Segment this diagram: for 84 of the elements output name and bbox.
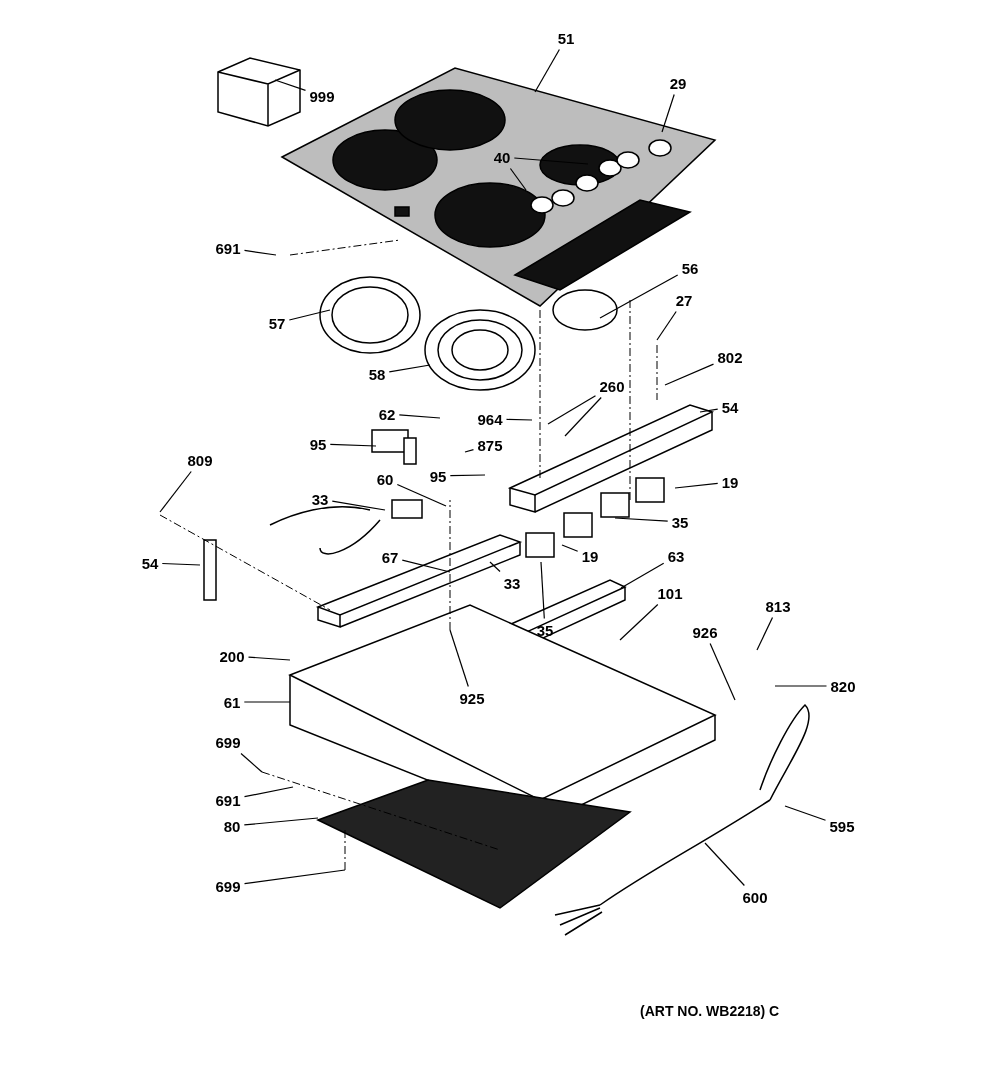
leader-line [505, 418, 533, 421]
callout-number: 62 [377, 405, 397, 423]
callout-number: 35 [670, 513, 690, 531]
leader-line [709, 642, 736, 701]
callout-number: 54 [140, 554, 160, 572]
leader-line [513, 157, 589, 165]
callout-number: 61 [222, 693, 242, 711]
leader-line [664, 363, 715, 386]
leader-line [756, 616, 774, 651]
leader-line [547, 395, 597, 425]
leader-line [240, 752, 263, 773]
callout-number: 926 [691, 623, 719, 641]
leader-line [247, 656, 291, 661]
callout-number: 54 [720, 398, 740, 416]
leader-line [564, 396, 602, 437]
callout-number: 595 [828, 817, 856, 835]
callout-number: 35 [535, 621, 555, 639]
leader-line [159, 470, 192, 513]
leader-line [620, 562, 665, 589]
leader-line [396, 483, 447, 507]
callout-number: 999 [308, 87, 336, 105]
callout-number: 802 [716, 348, 744, 366]
leader-line [464, 449, 475, 453]
leader-line [614, 517, 669, 522]
callout-number: 260 [598, 377, 626, 395]
caption: (ART NO. WB2218) C [640, 1003, 780, 1019]
leader-line [449, 474, 486, 477]
leader-line [704, 842, 745, 887]
leader-line [619, 603, 659, 641]
callout-number: 95 [428, 467, 448, 485]
leader-line [656, 310, 677, 341]
callout-number: 58 [367, 365, 387, 383]
callout-number: 813 [764, 597, 792, 615]
callout-number: 964 [476, 410, 504, 428]
callout-number: 80 [222, 817, 242, 835]
callout-number: 925 [458, 689, 486, 707]
leader-line [774, 685, 828, 687]
callout-number: 27 [674, 291, 694, 309]
leader-line [243, 869, 346, 885]
callout-number: 200 [218, 647, 246, 665]
leader-line [274, 79, 307, 91]
callout-number: 51 [556, 29, 576, 47]
leader-line [561, 544, 579, 552]
callout-number: 95 [308, 435, 328, 453]
callout-number: 875 [476, 436, 504, 454]
leader-line [661, 93, 675, 133]
callout-number: 699 [214, 877, 242, 895]
callout-number: 809 [186, 451, 214, 469]
leader-line [401, 559, 451, 573]
leader-line [243, 817, 319, 826]
callout-number: 33 [502, 574, 522, 592]
callout-number: 67 [380, 548, 400, 566]
leader-line [699, 408, 719, 413]
leader-line [674, 482, 719, 489]
leader-line [534, 48, 560, 93]
callout-number: 29 [668, 74, 688, 92]
leader-line [509, 167, 527, 191]
leader-line [331, 500, 386, 511]
leader-line [288, 309, 331, 321]
callout-number: 691 [214, 791, 242, 809]
callout-number: 60 [375, 470, 395, 488]
callout-number: 56 [680, 259, 700, 277]
leader-line [329, 443, 377, 447]
leader-line [243, 701, 291, 703]
leader-line [388, 364, 431, 373]
callout-number: 40 [492, 148, 512, 166]
leader-line [449, 629, 469, 688]
callout-number: 19 [580, 547, 600, 565]
leader-line [243, 249, 277, 256]
leader-line [161, 562, 201, 566]
callout-number: 57 [267, 314, 287, 332]
leader-line [243, 786, 294, 798]
leader-line [784, 805, 827, 821]
callout-number: 820 [829, 677, 857, 695]
callout-number: 699 [214, 733, 242, 751]
callout-number: 33 [310, 490, 330, 508]
leader-line [398, 414, 441, 419]
callout-number: 600 [741, 888, 769, 906]
callout-number: 101 [656, 584, 684, 602]
callout-number: 63 [666, 547, 686, 565]
callout-number: 691 [214, 239, 242, 257]
leader-line [599, 274, 679, 319]
leader-line [489, 561, 501, 573]
callout-number: 19 [720, 473, 740, 491]
